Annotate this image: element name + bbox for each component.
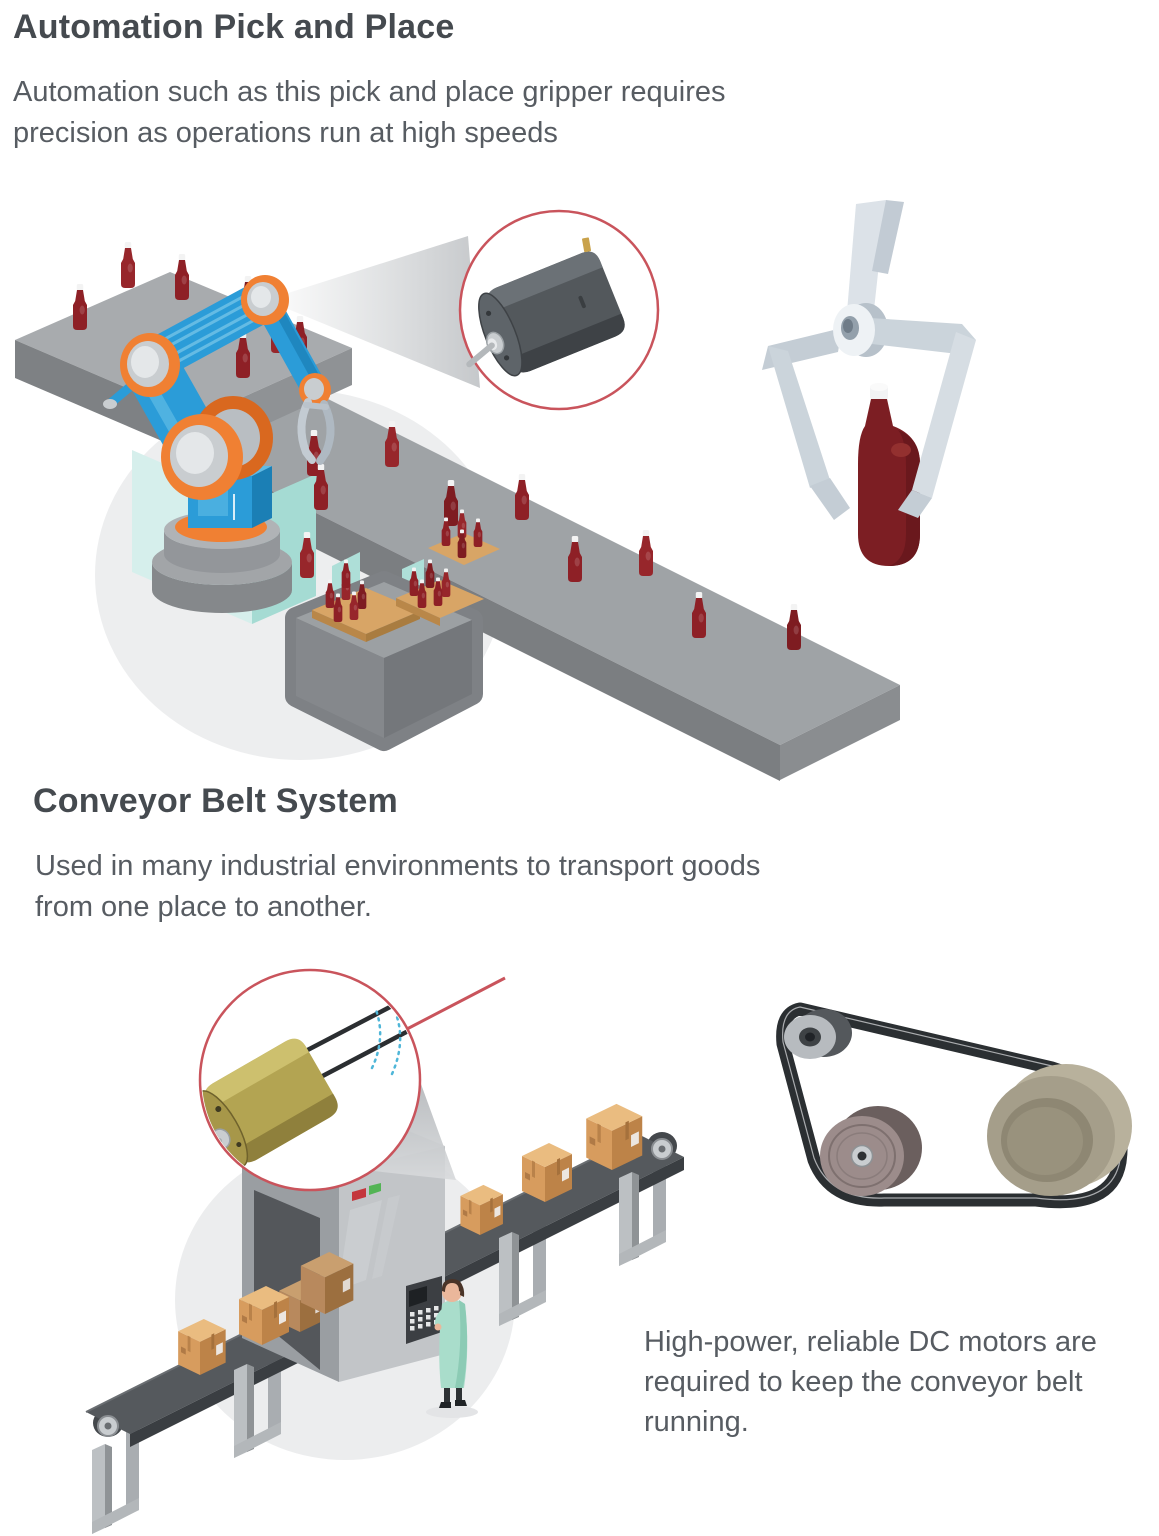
dc-motor-gold-icon <box>202 1038 338 1174</box>
robot-arm <box>103 275 335 542</box>
section-1-body-line-1: Automation such as this pick and place g… <box>13 76 726 108</box>
dc-motor-magnifier <box>458 209 660 411</box>
section-2-caption: High-power, reliable DC motors are requi… <box>644 1322 1134 1442</box>
conveyor-scene <box>85 968 1132 1534</box>
motor-shaft-line <box>313 1006 418 1082</box>
elbow-joint <box>161 414 243 500</box>
section-2-body-line-2: from one place to another. <box>35 891 372 923</box>
arm <box>434 1308 448 1328</box>
scanner-machine <box>242 1106 445 1382</box>
section-2-body-line-1: Used in many industrial environments to … <box>35 850 761 882</box>
caption-line-2: required to keep the conveyor belt <box>644 1366 1083 1398</box>
worker <box>426 1279 478 1418</box>
robot-pedestal <box>152 511 292 613</box>
shoe <box>455 1400 467 1406</box>
gripper-left-claw <box>762 328 850 520</box>
section-1-body: Automation such as this pick and place g… <box>13 72 873 154</box>
shoe <box>439 1402 451 1408</box>
pulley-small <box>784 1009 852 1059</box>
robot-gripper-claw <box>297 398 335 465</box>
gripper-right-claw <box>870 318 976 518</box>
magnifier-beam <box>266 236 480 388</box>
gripped-bottle <box>858 383 920 566</box>
keypad-panel <box>406 1276 442 1344</box>
bottling-platform <box>190 390 900 781</box>
bottle-crates <box>285 509 500 751</box>
shoulder-joint <box>120 333 180 397</box>
shaft-break-marks <box>370 1008 402 1076</box>
pulley-large <box>987 1064 1132 1196</box>
caption-line-3: running. <box>644 1406 749 1438</box>
gripper-pivot <box>833 304 875 356</box>
dc-motor-dark-icon <box>466 237 625 377</box>
section-1-heading: Automation Pick and Place <box>13 8 455 46</box>
dc-motor-magnifier-gold <box>198 968 506 1192</box>
conveyor-illustration <box>0 950 1159 1536</box>
callout-pointer-line <box>406 976 506 1031</box>
section-2-heading: Conveyor Belt System <box>33 782 398 820</box>
top-joint <box>241 275 289 325</box>
section-1-body-line-2: precision as operations run at high spee… <box>13 117 558 149</box>
head <box>442 1282 462 1302</box>
gripper-claw-illustration <box>762 200 976 566</box>
pulley-medium <box>820 1106 922 1196</box>
pick-and-place-illustration <box>0 180 1159 790</box>
section-2-body: Used in many industrial environments to … <box>35 846 915 928</box>
green-button <box>369 1183 381 1195</box>
hair <box>441 1279 464 1293</box>
caption-line-1: High-power, reliable DC motors are <box>644 1326 1097 1358</box>
red-button <box>352 1188 366 1201</box>
arm-rod-anchor <box>103 399 117 409</box>
belt-pulley-system <box>776 1002 1132 1209</box>
pick-and-place-scene <box>15 200 976 781</box>
